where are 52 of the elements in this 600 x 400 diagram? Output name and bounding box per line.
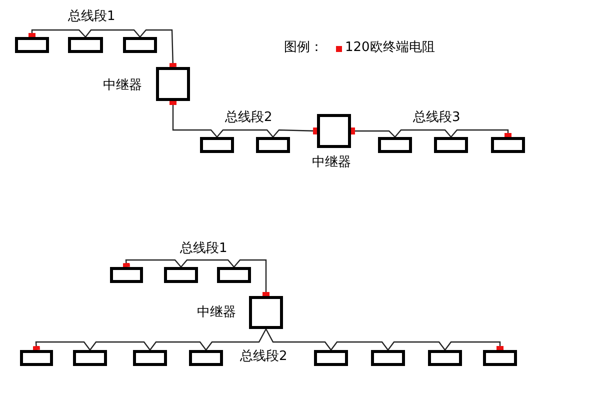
bus-segment-label: 总线段2	[225, 110, 272, 126]
repeater-box	[249, 296, 283, 329]
bus-line	[234, 259, 270, 296]
bus-line	[90, 341, 150, 350]
device-box	[189, 350, 223, 366]
repeater-box	[156, 67, 190, 101]
device-box	[15, 37, 49, 53]
bus-line	[180, 259, 234, 268]
bus-line	[450, 129, 512, 138]
legend-title: 图例：	[284, 40, 323, 56]
bus-segment-label: 总线段1	[68, 9, 116, 25]
bus-line	[140, 29, 176, 68]
bus-line	[388, 341, 446, 350]
device-box	[314, 350, 348, 366]
bus-line	[122, 259, 182, 268]
device-box	[428, 350, 462, 366]
bus-segment-label: 总线段3	[413, 110, 460, 126]
device-box	[434, 137, 468, 153]
bus-line	[206, 328, 267, 350]
bus-line	[216, 129, 274, 138]
bus-line	[150, 341, 206, 350]
bus-segment-label: 总线段2	[240, 349, 288, 365]
device-box	[110, 267, 143, 283]
repeater-label: 中继器	[312, 155, 351, 171]
device-box	[123, 37, 157, 53]
device-box	[491, 137, 525, 153]
device-box	[378, 137, 412, 153]
repeater-label: 中继器	[197, 305, 236, 321]
repeater-label: 中继器	[103, 78, 142, 94]
bus-line	[170, 101, 218, 138]
device-box	[20, 350, 53, 366]
bus-segment-label: 总线段1	[180, 241, 228, 257]
bus-line	[394, 129, 452, 138]
device-box	[256, 137, 290, 153]
bus-line	[265, 328, 332, 350]
bus-line	[351, 128, 396, 138]
device-box	[483, 350, 517, 366]
bus-line	[28, 29, 86, 38]
device-box	[164, 267, 198, 283]
legend-label: 120欧终端电阻	[345, 40, 435, 56]
device-box	[200, 137, 234, 153]
bus-line	[330, 341, 388, 350]
device-box	[217, 267, 251, 283]
bus-line	[85, 29, 140, 38]
device-box	[68, 37, 103, 53]
device-box	[371, 350, 405, 366]
repeater-box	[317, 114, 351, 148]
device-box	[73, 350, 107, 366]
bus-line	[272, 127, 318, 138]
device-box	[133, 350, 167, 366]
bus-line	[32, 341, 90, 350]
bus-line	[444, 341, 504, 350]
